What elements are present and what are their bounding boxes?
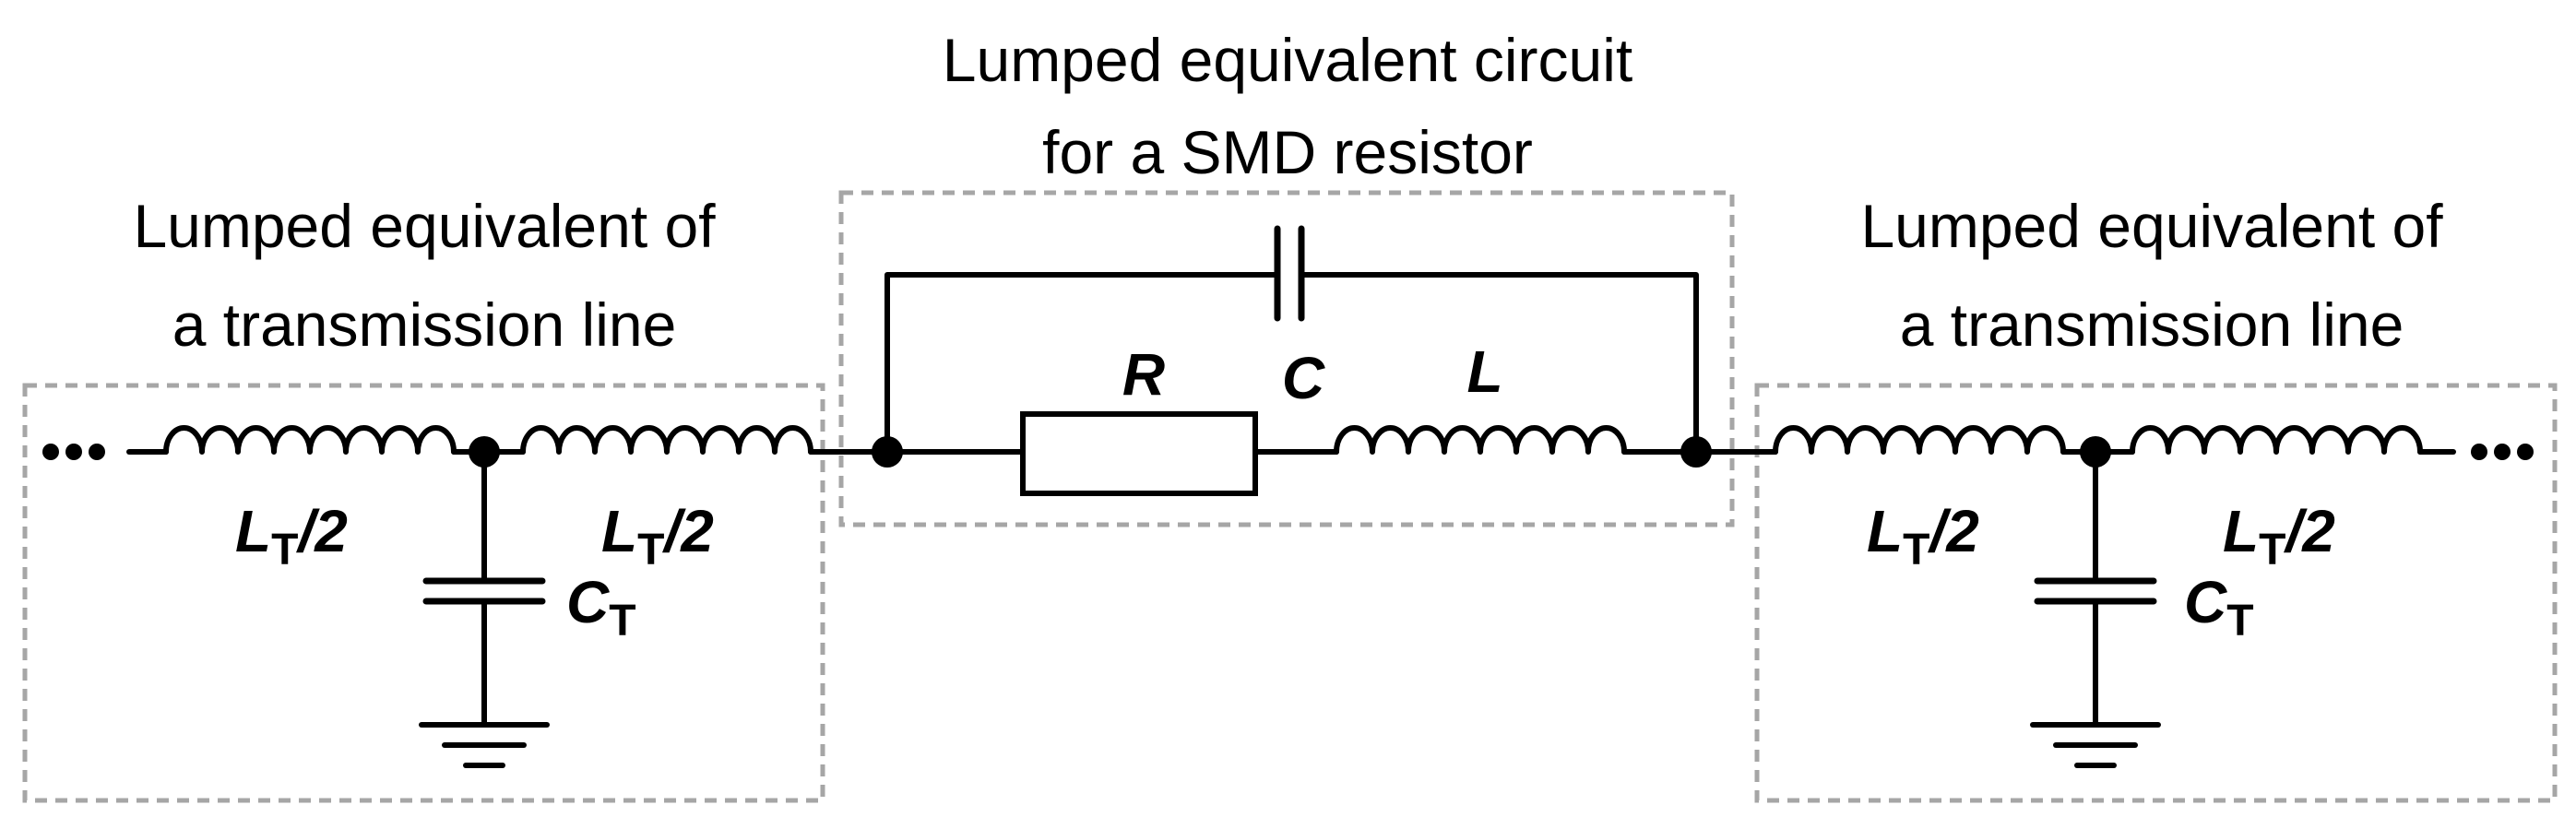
inductor-left-1-label: LT/2 [235,498,348,574]
continuation-dot [2471,444,2487,460]
capacitor-right-label: CT [2184,569,2254,645]
continuation-dot [42,444,59,460]
center-caption-line1: Lumped equivalent circuit [943,26,1632,94]
right-transmission-line: LT/2 LT/2 CT [1693,425,2534,768]
continuation-dot [2494,444,2511,460]
inductor-l [1334,425,1627,455]
left-transmission-line-box [22,383,825,803]
smd-resistor-equivalent: R C L [872,225,1712,496]
inductor-label: L [1466,338,1502,405]
continuation-dot [89,444,105,460]
junction-node [872,436,903,468]
inductor-left-1 [163,425,457,455]
left-caption-line1: Lumped equivalent of [133,192,716,260]
right-caption-line1: Lumped equivalent of [1860,192,2443,260]
inductor-left-2 [520,425,813,455]
inductor-right-1-label: LT/2 [1867,498,1979,574]
continuation-dot [65,444,82,460]
resistor-r [1020,411,1258,496]
right-transmission-line-box [1754,383,2558,803]
inductor-right-2-label: LT/2 [2223,498,2335,574]
left-caption-line2: a transmission line [172,290,677,359]
wire [884,272,1280,455]
inductor-right-2 [2130,425,2423,455]
capacitor-label: C [1282,345,1325,411]
capacitor-left-label: CT [566,569,636,645]
inductor-right-1 [1773,425,2066,455]
inductor-left-2-label: LT/2 [601,498,714,574]
resistor-label: R [1122,341,1165,408]
left-transmission-line: LT/2 LT/2 CT [42,425,890,768]
center-caption-line2: for a SMD resistor [1042,118,1533,186]
smd-resistor-box [838,190,1735,527]
wire [1299,272,1699,455]
continuation-dot [2517,444,2534,460]
right-caption-line2: a transmission line [1900,290,2404,359]
